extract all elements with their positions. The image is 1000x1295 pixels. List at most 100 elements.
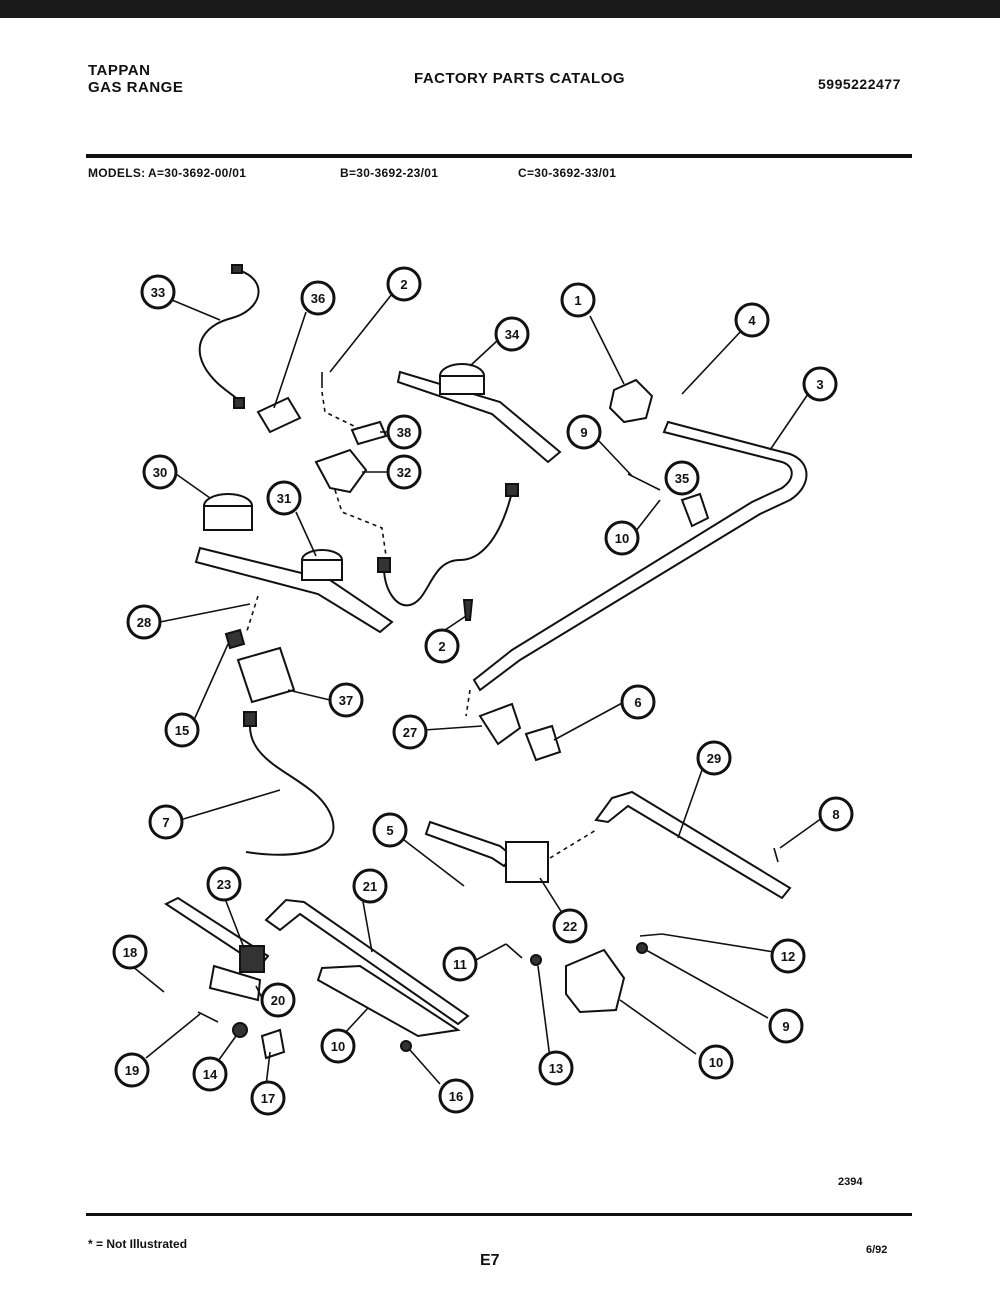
wire-harness-28: [383, 491, 513, 607]
callout-8: 8: [818, 796, 854, 832]
callout-30: 30: [142, 454, 178, 490]
callout-36: 36: [300, 280, 336, 316]
callout-number: 1: [574, 293, 581, 308]
callout-number: 35: [675, 471, 689, 486]
callout-number: 15: [175, 723, 189, 738]
model-c: C=30-3692-33/01: [518, 166, 617, 180]
callout-circle: [438, 1078, 474, 1114]
parts-artwork: [164, 264, 808, 1060]
callout-number: 23: [217, 877, 231, 892]
dashed-assembly-line: [334, 489, 387, 557]
grommet-13: [400, 1040, 412, 1052]
callout-number: 22: [563, 919, 577, 934]
footer-rule: [86, 1213, 912, 1216]
washer-10: [530, 954, 542, 966]
callout-11: 11: [442, 946, 478, 982]
callout-2: 2: [386, 266, 422, 302]
callout-33: 33: [140, 274, 176, 310]
brand-block: TAPPAN GAS RANGE: [88, 62, 183, 96]
wire-harness-29: [245, 723, 335, 856]
callout-9: 9: [768, 1008, 804, 1044]
callout-number: 37: [339, 693, 353, 708]
bracket-27: [236, 646, 296, 704]
callout-circle: [604, 520, 640, 556]
callout-34: 34: [494, 316, 530, 352]
header-rule: [86, 154, 912, 158]
callout-1: 1: [560, 282, 596, 318]
spring-12: [197, 1011, 219, 1023]
washer-17: [232, 1022, 248, 1038]
orifice-35: [680, 492, 710, 528]
callout-29: 29: [696, 740, 732, 776]
igniter-block: [239, 945, 265, 973]
callout-number: 17: [261, 1091, 275, 1106]
callout-circle: [372, 812, 408, 848]
callout-circle: [386, 266, 422, 302]
callout-circle: [126, 604, 162, 640]
callout-number: 3: [816, 377, 823, 392]
screw-5: [773, 847, 779, 863]
callout-number: 10: [331, 1039, 345, 1054]
callout-12: 12: [770, 938, 806, 974]
callout-number: 29: [707, 751, 721, 766]
wire-connector: [231, 264, 243, 274]
callout-circle: [320, 1028, 356, 1064]
broiler-burner-14: [316, 964, 461, 1038]
dashed-assembly-line: [245, 595, 259, 635]
callout-circle: [538, 1050, 574, 1086]
valve-1: [608, 378, 654, 424]
callout-circle: [300, 280, 336, 316]
callout-number: 20: [271, 993, 285, 1008]
product-type: GAS RANGE: [88, 79, 184, 96]
orifice-16: [260, 1028, 286, 1060]
callout-number: 32: [397, 465, 411, 480]
callout-32: 32: [386, 454, 422, 490]
callout-circle: [768, 1008, 804, 1044]
callout-3: 3: [802, 366, 838, 402]
callout-number: 10: [615, 531, 629, 546]
callout-number: 7: [162, 815, 169, 830]
spring-12: [505, 943, 523, 959]
pin-9: [639, 933, 663, 937]
callout-number: 21: [363, 879, 377, 894]
callout-2: 2: [424, 628, 460, 664]
callout-18: 18: [112, 934, 148, 970]
burner-head-30: [203, 505, 253, 531]
callout-circle: [164, 712, 200, 748]
dashed-assembly-line: [465, 689, 471, 717]
callout-number: 13: [549, 1061, 563, 1076]
callout-circle: [560, 282, 596, 318]
callout-10: 10: [604, 520, 640, 556]
callout-circle: [494, 316, 530, 352]
callout-circle: [148, 804, 184, 840]
callout-9: 9: [566, 414, 602, 450]
spacer-38: [350, 420, 388, 446]
callout-16: 16: [438, 1078, 474, 1114]
callout-circle: [386, 454, 422, 490]
callout-circle: [664, 460, 700, 496]
callout-circle: [112, 934, 148, 970]
callout-number: 36: [311, 291, 325, 306]
callout-number: 16: [449, 1089, 463, 1104]
date-code: 6/92: [866, 1244, 888, 1256]
callout-number: 27: [403, 725, 417, 740]
burner-34: [396, 370, 562, 464]
wire-connector: [377, 557, 391, 573]
callout-circle: [698, 1044, 734, 1080]
wire-harness-33: [198, 269, 260, 403]
callout-circle: [770, 938, 806, 974]
callout-number: 5: [386, 823, 393, 838]
callout-number: 19: [125, 1063, 139, 1078]
catalog-part-number: 5995222477: [818, 76, 901, 92]
callout-4: 4: [734, 302, 770, 338]
washer-10: [636, 942, 648, 954]
brand-name: TAPPAN: [88, 62, 151, 79]
callout-number: 9: [782, 1019, 789, 1034]
callout-circle: [620, 684, 656, 720]
callout-5: 5: [372, 812, 408, 848]
callout-number: 18: [123, 945, 137, 960]
callout-number: 8: [832, 807, 839, 822]
callout-circle: [442, 946, 478, 982]
burner-head: [439, 375, 485, 395]
thermostat-23: [505, 841, 549, 883]
